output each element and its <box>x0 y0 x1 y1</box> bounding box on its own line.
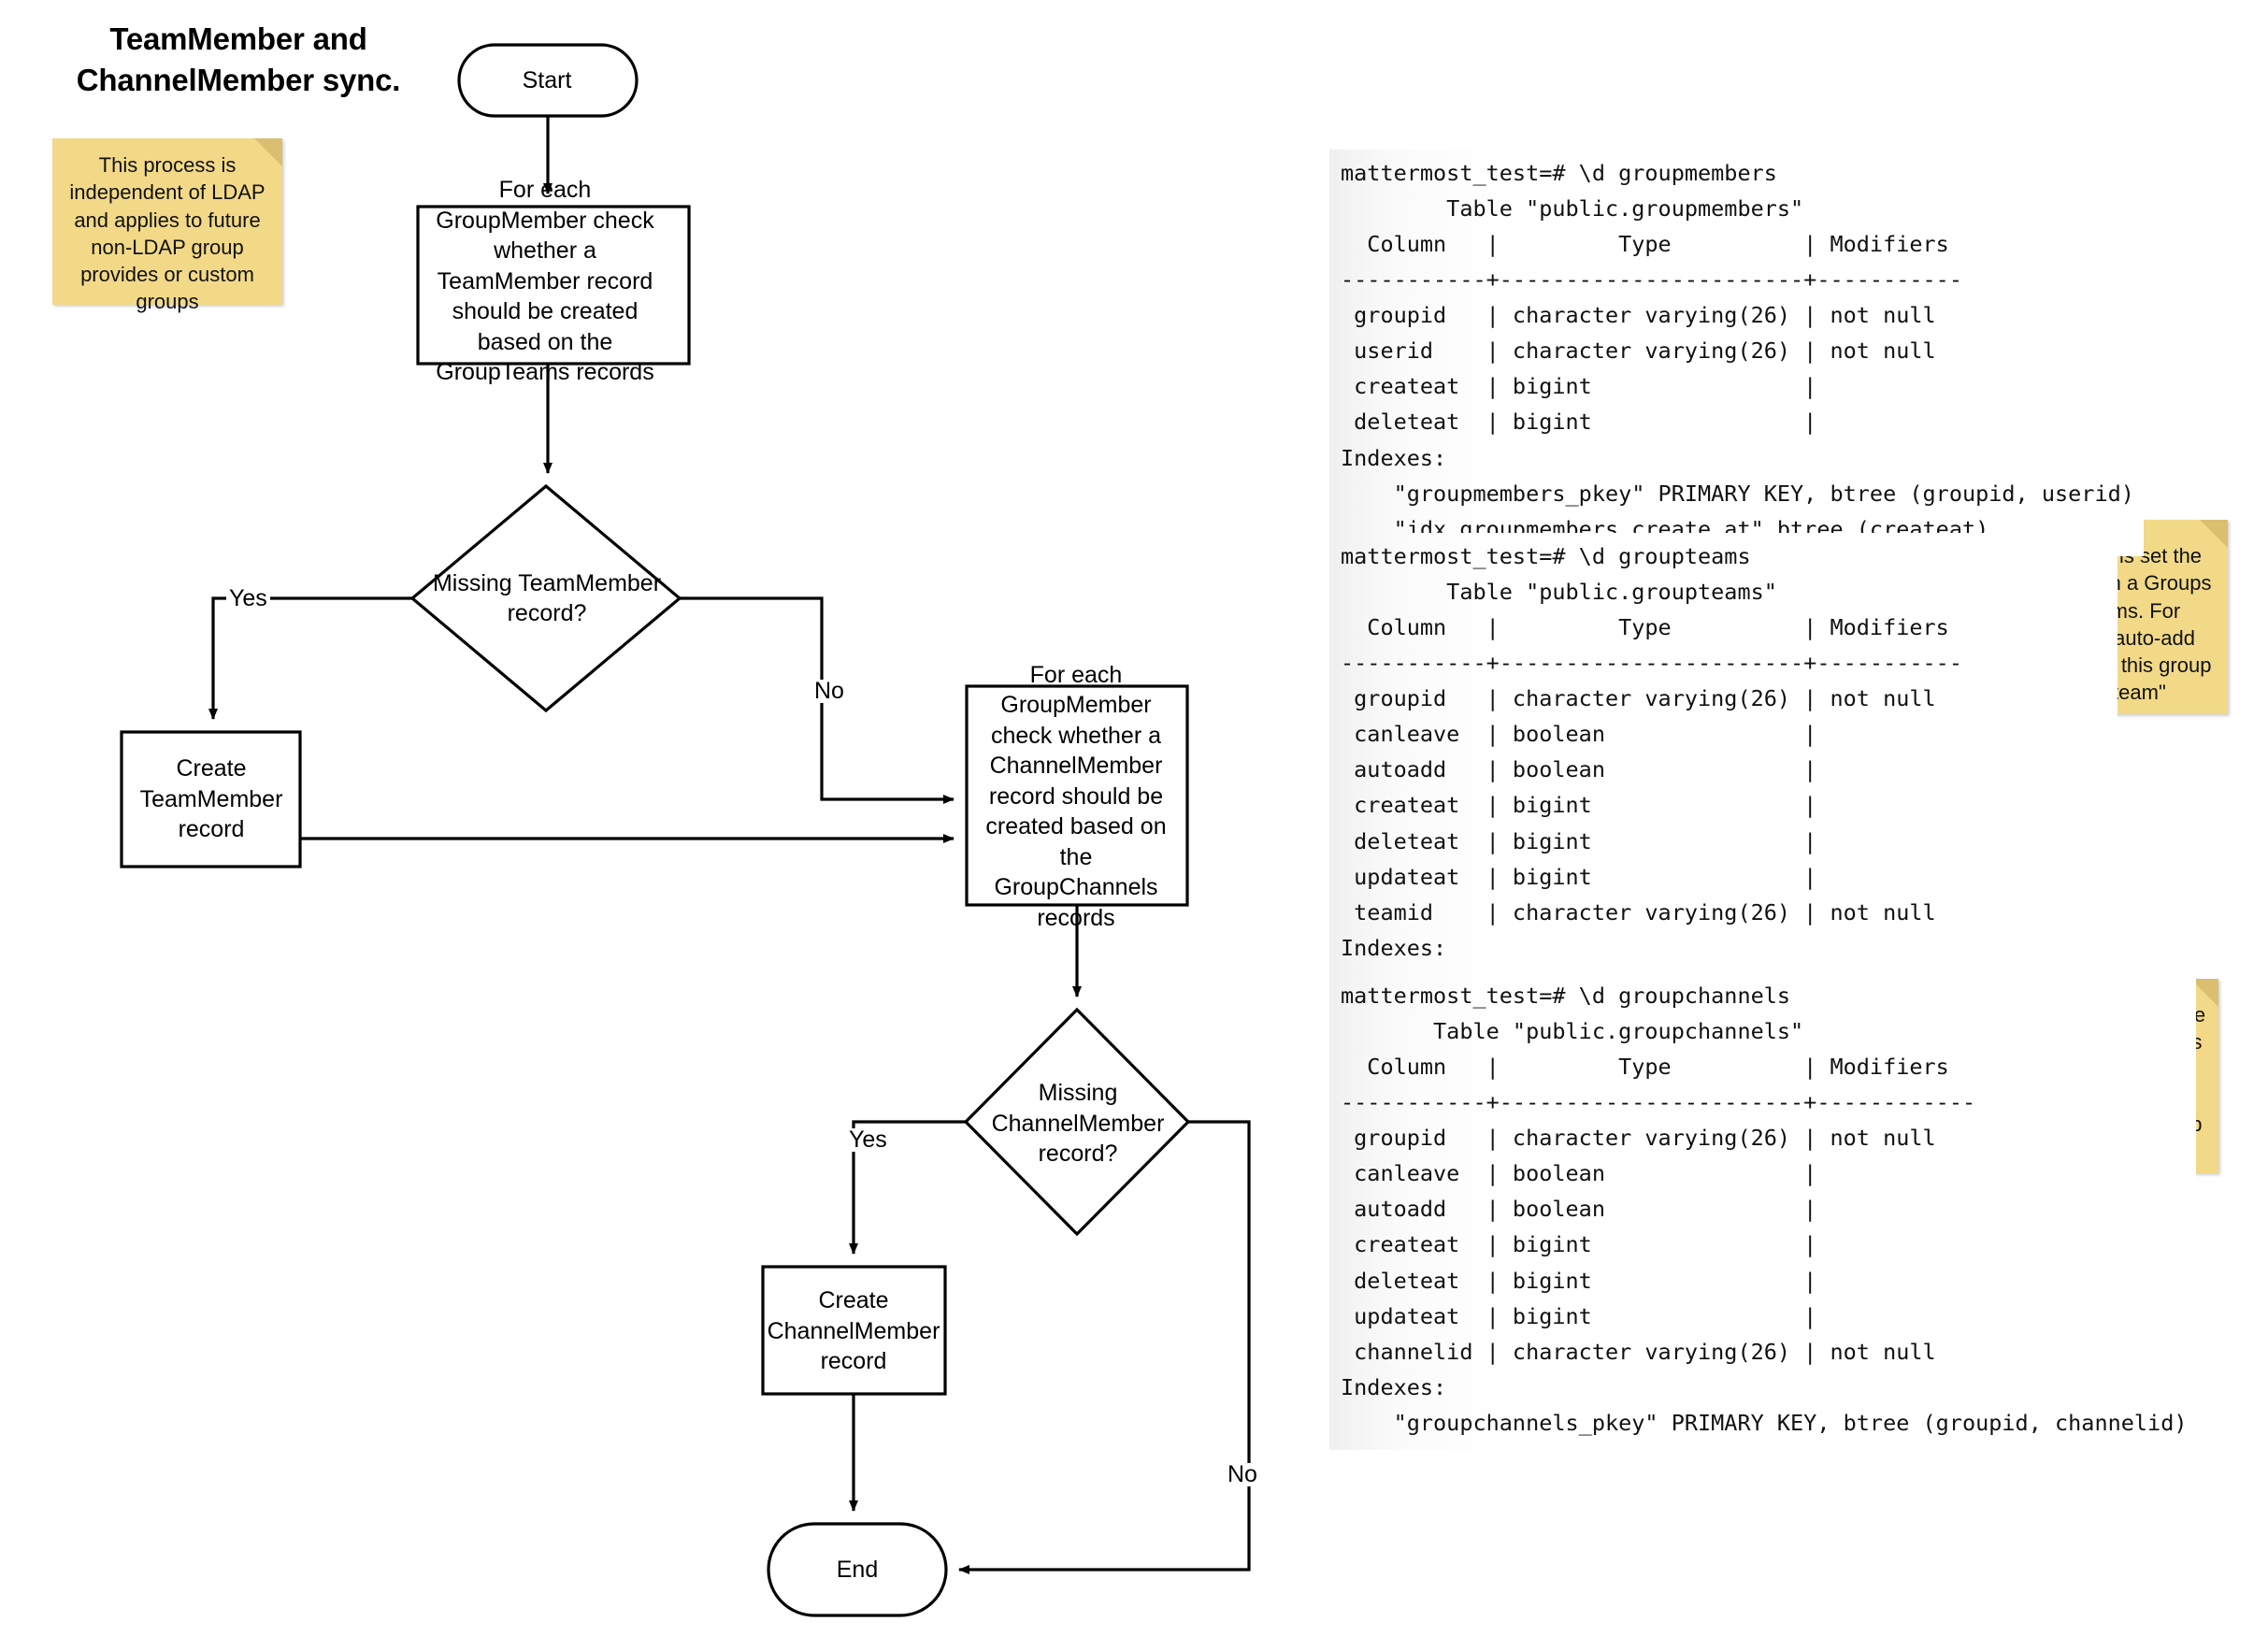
create-channelmember-node[interactable] <box>761 1265 947 1396</box>
edge-label-yes-teammember: Yes <box>226 587 270 610</box>
decision-channelmember-node[interactable] <box>963 1007 1191 1237</box>
page-title: TeamMember and ChannelMember sync. <box>76 22 401 97</box>
terminal-output-groupchannels: mattermost_test=# \d groupchannels Table… <box>1329 972 2197 1450</box>
process-channelmember-node[interactable] <box>965 684 1189 907</box>
note-fold-corner-icon <box>2200 520 2228 548</box>
process-channelmember-label: For each GroupMember check whether a Cha… <box>985 661 1167 931</box>
sticky-note-ldap-text: This process is independent of LDAP and … <box>69 153 266 314</box>
decision-teammember-node[interactable] <box>409 483 682 713</box>
sticky-note-ldap: This process is independent of LDAP and … <box>52 138 282 313</box>
edge-decision2-no <box>958 1120 1251 1574</box>
terminal-output-groupteams: mattermost_test=# \d groupteams Table "p… <box>1329 533 2117 1011</box>
create-teammember-label: Create TeamMember record <box>139 755 283 843</box>
create-channelmember-label: Create ChannelMember record <box>767 1287 940 1375</box>
start-node-label: Start <box>522 66 572 93</box>
edge-decision1-yes <box>208 596 412 720</box>
process-teammember-label: For each GroupMember check whether a Tea… <box>436 177 654 386</box>
terminal-output-groupmembers: mattermost_test=# \d groupmembers Table … <box>1329 150 2144 556</box>
decision-teammember-label: Missing TeamMember record? <box>432 569 662 627</box>
edge-label-no-teammember: No <box>811 680 847 703</box>
edge-decision2-yes <box>849 1120 966 1255</box>
create-teammember-node[interactable] <box>120 730 302 868</box>
end-node-label: End <box>836 1556 879 1583</box>
end-node[interactable] <box>767 1522 948 1617</box>
note-fold-corner-icon <box>254 138 282 166</box>
edge-label-no-channelmember: No <box>1225 1463 1260 1486</box>
edge-label-yes-channelmember: Yes <box>846 1128 890 1152</box>
decision-channelmember-label: Missing ChannelMember record? <box>991 1080 1165 1168</box>
process-teammember-node[interactable] <box>416 205 691 366</box>
